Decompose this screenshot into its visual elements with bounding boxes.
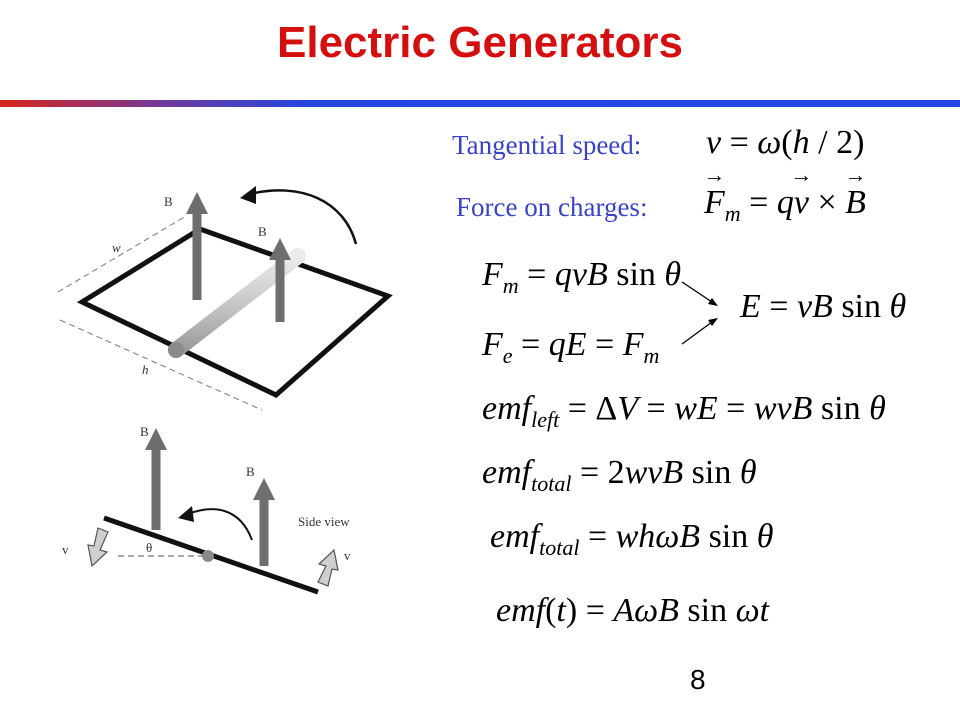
equation-force-vector: Fm = qv × B: [704, 184, 866, 225]
label-force-on-charges: Force on charges:: [456, 192, 648, 222]
dimension-h: h: [142, 362, 149, 377]
side-view-caption: Side view: [298, 514, 350, 529]
slide-title: Electric Generators: [277, 18, 683, 67]
equation-emf-total-1: emftotal = 2wvB sin θ: [482, 454, 757, 496]
equation-emf-total-2: emftotal = whωB sin θ: [490, 518, 774, 560]
dimension-w: w: [112, 240, 121, 255]
velocity-label-1: v: [62, 542, 69, 557]
angle-theta-label: θ: [146, 540, 152, 555]
label-tangential-speed: Tangential speed:: [452, 130, 642, 160]
equation-electric-field: E = vB sin θ: [740, 288, 907, 325]
side-b-label-2: B: [246, 464, 255, 479]
title-divider: [0, 100, 960, 107]
b-field-label-2: B: [258, 224, 267, 239]
equation-electric-force: Fe = qE = Fm: [482, 326, 660, 368]
equation-emf-time: emf(t) = AωB sin ωt: [496, 592, 770, 629]
equation-magnetic-force: Fm = qvB sin θ: [482, 256, 682, 298]
page-number: 8: [690, 664, 706, 695]
b-field-label-1: B: [164, 194, 173, 209]
velocity-label-2: v: [344, 548, 351, 563]
equation-emf-left: emfleft = ΔV = wE = wvB sin θ: [482, 390, 886, 432]
side-b-label-1: B: [140, 424, 149, 439]
equation-tangential-speed: v = ω(h / 2): [706, 124, 865, 161]
